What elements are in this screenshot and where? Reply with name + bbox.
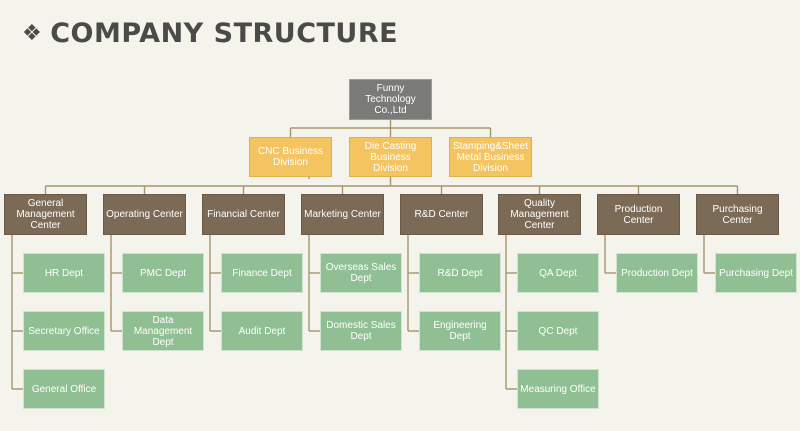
department-node: R&D Dept [419,253,501,293]
page-title-text: COMPANY STRUCTURE [50,18,399,49]
center-node: Operating Center [103,194,186,235]
center-node: Purchasing Center [696,194,779,235]
department-node: QA Dept [517,253,599,293]
department-node: Overseas Sales Dept [320,253,402,293]
department-node: Data Management Dept [122,311,204,351]
center-node: Marketing Center [301,194,384,235]
department-node: PMC Dept [122,253,204,293]
center-node: R&D Center [400,194,483,235]
center-node: General Management Center [4,194,87,235]
diamond-bullet-icon: ❖ [22,21,43,46]
division-node: Stamping&Sheet Metal Business Division [449,137,532,177]
page-title: ❖ COMPANY STRUCTURE [22,18,398,49]
department-node: Audit Dept [221,311,303,351]
department-node: Purchasing Dept [715,253,797,293]
department-node: Domestic Sales Dept [320,311,402,351]
division-node: CNC Business Division [249,137,332,177]
root-node: Funny Technology Co.,Ltd [349,79,432,120]
department-node: General Office [23,369,105,409]
department-node: Finance Dept [221,253,303,293]
department-node: HR Dept [23,253,105,293]
department-node: QC Dept [517,311,599,351]
center-node: Production Center [597,194,680,235]
center-node: Financial Center [202,194,285,235]
department-node: Engineering Dept [419,311,501,351]
department-node: Production Dept [616,253,698,293]
department-node: Secretary Office [23,311,105,351]
division-node: Die Casting Business Division [349,137,432,177]
department-node: Measuring Office [517,369,599,409]
center-node: Quality Management Center [498,194,581,235]
